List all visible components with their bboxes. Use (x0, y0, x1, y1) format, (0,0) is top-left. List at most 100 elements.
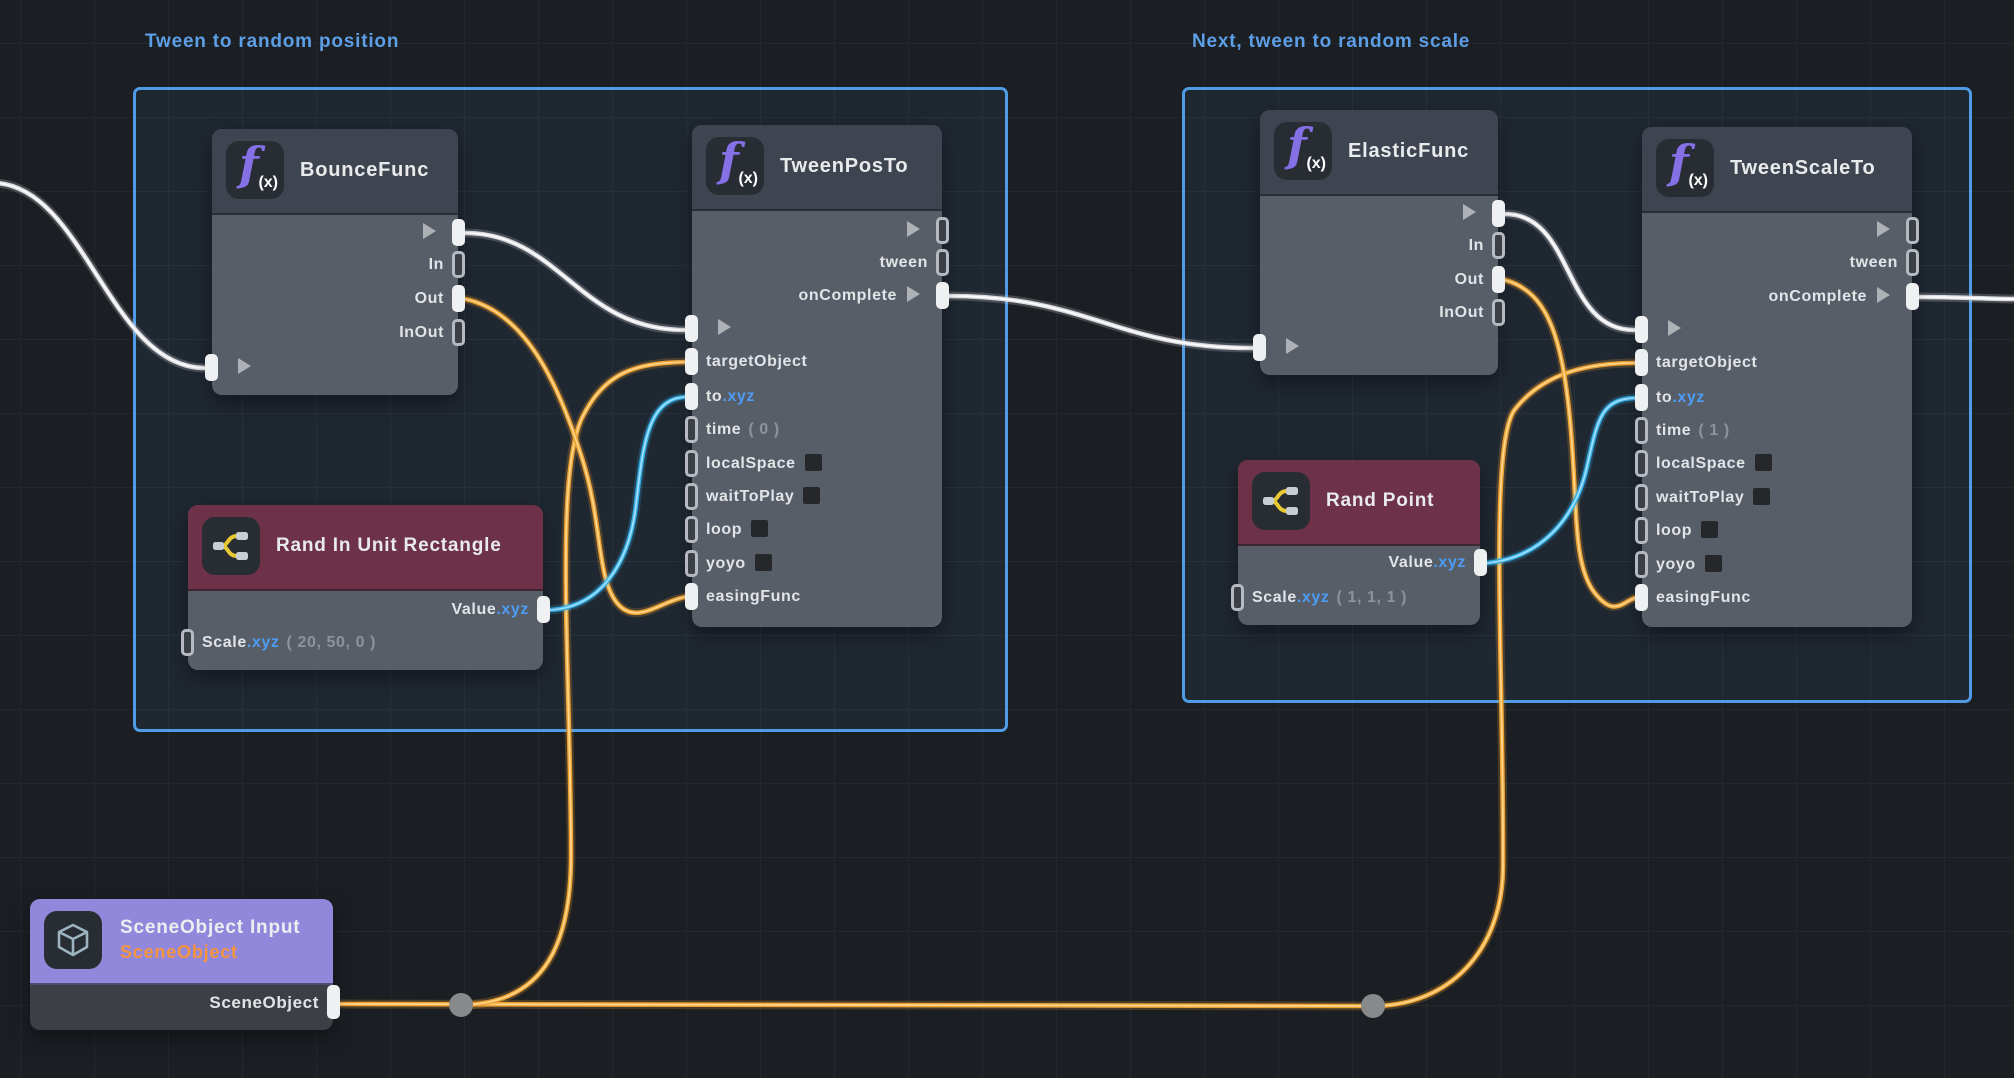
port-pin[interactable] (685, 516, 698, 543)
port-pin[interactable] (452, 319, 465, 346)
port-pin[interactable] (685, 348, 698, 375)
port-pin[interactable] (1635, 484, 1648, 511)
port-waittoplay[interactable]: waitToPlay (685, 481, 942, 513)
port-exec-in[interactable] (1253, 332, 1498, 364)
port-value[interactable]: Value.xyz (188, 594, 550, 626)
localspace-checkbox[interactable] (1754, 453, 1772, 471)
port-yoyo[interactable]: yoyo (1635, 549, 1912, 581)
port-pin[interactable] (685, 583, 698, 610)
port-sceneobject-out[interactable]: SceneObject (30, 984, 340, 1022)
port-targetobject[interactable]: targetObject (1635, 347, 1912, 379)
port-oncomplete[interactable]: onComplete (692, 280, 949, 312)
port-exec-out[interactable] (1260, 198, 1505, 230)
port-pin[interactable] (685, 315, 698, 342)
wire-exec-entry[interactable] (0, 183, 205, 368)
yoyo-checkbox[interactable] (754, 553, 772, 571)
port-easingfunc[interactable]: easingFunc (1635, 582, 1912, 614)
port-pin[interactable] (1492, 299, 1505, 326)
port-pin[interactable] (205, 354, 218, 381)
wire-junction[interactable] (449, 993, 473, 1017)
port-pin[interactable] (181, 629, 194, 656)
node-elasticfunc[interactable]: f (x) ElasticFunc In Out InOut (1253, 110, 1505, 375)
port-pin[interactable] (1635, 417, 1648, 444)
port-pin[interactable] (1906, 283, 1919, 310)
port-localspace[interactable]: localSpace (1635, 448, 1912, 480)
port-tween[interactable]: tween (1642, 247, 1919, 279)
node-rand-in-unit-rectangle[interactable]: Rand In Unit Rectangle Value.xyz Scale.x… (181, 505, 550, 670)
port-value[interactable]: Value.xyz (1238, 547, 1487, 579)
port-pin[interactable] (1492, 266, 1505, 293)
wire-oncomplete-to-elastic[interactable] (949, 296, 1253, 348)
port-pin[interactable] (685, 383, 698, 410)
node-bouncefunc[interactable]: f (x) BounceFunc In Out InOut (205, 129, 465, 395)
port-pin[interactable] (1635, 517, 1648, 544)
port-pin[interactable] (1231, 584, 1244, 611)
port-loop[interactable]: loop (685, 514, 942, 546)
node-tweenscaleto[interactable]: f (x) TweenScaleTo tween onComplete targ… (1635, 127, 1919, 627)
port-pin[interactable] (685, 550, 698, 577)
port-pin[interactable] (452, 285, 465, 312)
port-scale[interactable]: Scale.xyz( 1, 1, 1 ) (1231, 582, 1480, 614)
port-pin[interactable] (452, 219, 465, 246)
port-pin[interactable] (1635, 349, 1648, 376)
port-pin[interactable] (685, 483, 698, 510)
port-pin[interactable] (1492, 232, 1505, 259)
port-pin[interactable] (685, 416, 698, 443)
wire-oncomplete-exit[interactable] (1919, 297, 2014, 299)
port-exec-in[interactable] (1635, 314, 1912, 346)
port-exec-out[interactable] (692, 215, 949, 247)
port-pin[interactable] (1635, 551, 1648, 578)
port-pin[interactable] (452, 251, 465, 278)
port-pin[interactable] (327, 985, 340, 1019)
wire-sceneobject-to-tweenpos-target[interactable] (461, 362, 685, 1005)
port-exec-in[interactable] (685, 313, 942, 345)
port-pin[interactable] (1906, 249, 1919, 276)
port-in[interactable]: In (212, 249, 465, 281)
node-tweenposto[interactable]: f (x) TweenPosTo tween onComplete target… (685, 125, 949, 627)
port-pin[interactable] (1635, 584, 1648, 611)
port-to[interactable]: to.xyz (685, 381, 942, 413)
port-out[interactable]: Out (212, 283, 465, 315)
port-pin[interactable] (936, 249, 949, 276)
port-time[interactable]: time( 0 ) (685, 414, 942, 446)
node-sceneobject-input[interactable]: SceneObject Input SceneObject SceneObjec… (30, 899, 340, 1030)
waittoplay-checkbox[interactable] (803, 486, 821, 504)
port-pin[interactable] (1474, 549, 1487, 576)
port-pin[interactable] (1635, 384, 1648, 411)
port-exec-in[interactable] (205, 352, 458, 384)
port-time[interactable]: time( 1 ) (1635, 415, 1912, 447)
port-inout[interactable]: InOut (1260, 297, 1505, 329)
port-inout[interactable]: InOut (212, 317, 465, 349)
port-targetobject[interactable]: targetObject (685, 346, 942, 378)
port-localspace[interactable]: localSpace (685, 448, 942, 480)
port-pin[interactable] (1492, 200, 1505, 227)
port-pin[interactable] (685, 450, 698, 477)
port-easingfunc[interactable]: easingFunc (685, 581, 942, 613)
wire-junction[interactable] (1361, 994, 1385, 1018)
node-rand-point[interactable]: Rand Point Value.xyz Scale.xyz( 1, 1, 1 … (1231, 460, 1487, 625)
loop-checkbox[interactable] (1701, 520, 1719, 538)
port-yoyo[interactable]: yoyo (685, 548, 942, 580)
port-to[interactable]: to.xyz (1635, 382, 1912, 414)
port-tween[interactable]: tween (692, 247, 949, 279)
port-pin[interactable] (936, 282, 949, 309)
port-waittoplay[interactable]: waitToPlay (1635, 482, 1912, 514)
port-pin[interactable] (1253, 334, 1266, 361)
waittoplay-checkbox[interactable] (1753, 487, 1771, 505)
yoyo-checkbox[interactable] (1704, 554, 1722, 572)
port-oncomplete[interactable]: onComplete (1642, 281, 1919, 313)
port-out[interactable]: Out (1260, 264, 1505, 296)
port-pin[interactable] (537, 596, 550, 623)
port-exec-out[interactable] (212, 217, 465, 249)
port-scale[interactable]: Scale.xyz( 20, 50, 0 ) (181, 627, 543, 659)
port-pin[interactable] (1906, 217, 1919, 244)
wire-exec-elastic-to-tweenscale[interactable] (1505, 214, 1635, 330)
port-loop[interactable]: loop (1635, 515, 1912, 547)
port-pin[interactable] (1635, 316, 1648, 343)
port-in[interactable]: In (1260, 230, 1505, 262)
localspace-checkbox[interactable] (804, 453, 822, 471)
port-exec-out[interactable] (1642, 215, 1919, 247)
port-pin[interactable] (936, 217, 949, 244)
loop-checkbox[interactable] (751, 519, 769, 537)
